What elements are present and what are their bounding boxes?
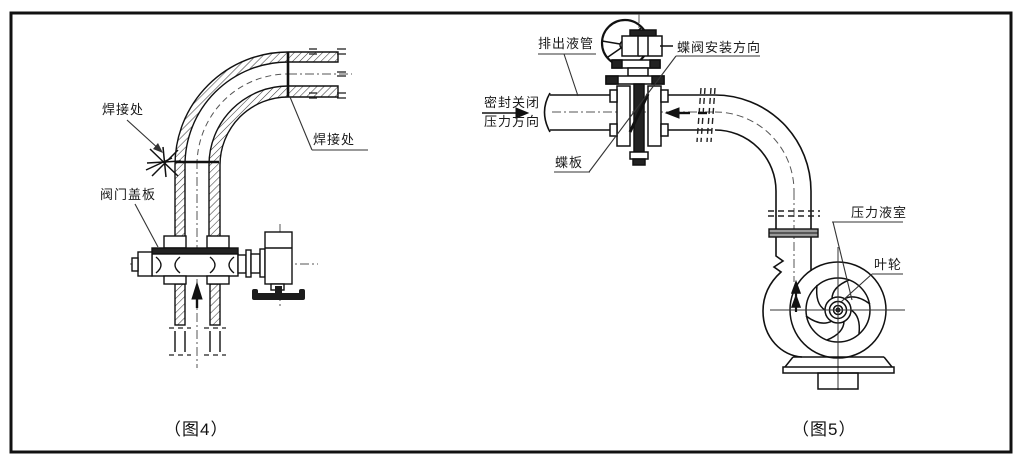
valve-actuator <box>264 231 293 285</box>
fig4-pipe-lower <box>174 331 221 352</box>
pump-base <box>782 356 895 390</box>
pump-crosshairs <box>770 247 905 390</box>
weld-spark-icon <box>145 146 182 178</box>
fig5-break-marks <box>696 87 820 217</box>
fig4-pipe-elbow <box>174 51 339 326</box>
fig5-label-pressure-chamber: 压力液室 <box>851 205 908 220</box>
fig4-break-marks <box>169 48 346 356</box>
centrifugal-pump <box>770 247 905 390</box>
fig5-flow-arrow-icon <box>664 107 707 119</box>
fig4-label-valve-cover: 阀门盖板 <box>100 187 157 202</box>
fig5-label-valve-direction: 蝶阀安装方向 <box>677 40 762 55</box>
figure4-drawing <box>126 48 368 368</box>
pressure-direction-arrow-icon <box>482 107 530 119</box>
page-frame <box>9 11 1013 454</box>
fig5-butterfly-valve <box>600 18 673 166</box>
valve-cover-plate <box>151 247 239 255</box>
pump-inlet-arrows-icon <box>790 279 802 312</box>
fig4-centerlines <box>130 73 352 368</box>
fig5-label-discharge-pipe: 排出液管 <box>538 36 595 51</box>
fig4-label-weld-left: 焊接处 <box>102 102 145 117</box>
fig5-discharge-pipe <box>543 92 812 358</box>
fig5-leaders <box>538 53 903 303</box>
handwheel-side-icon <box>252 286 305 300</box>
butterfly-disc <box>628 93 650 133</box>
fig5-label-pressure-direction: 压力方向 <box>484 114 541 129</box>
fig4-caption: （图4） <box>164 420 229 439</box>
fig5-caption: （图5） <box>792 420 857 439</box>
fig5-label-seal-close: 密封关闭 <box>484 95 541 110</box>
fig4-weld-joints <box>175 52 290 164</box>
fig4-leaders <box>126 96 368 248</box>
figure5-drawing <box>482 14 905 390</box>
fig4-valve <box>131 231 305 300</box>
fig4-flow-arrow-icon <box>191 281 203 308</box>
fig5-label-impeller: 叶轮 <box>874 257 903 272</box>
fig5-label-butterfly-plate: 蝶板 <box>555 155 584 170</box>
fig4-label-weld-right: 焊接处 <box>313 132 356 147</box>
